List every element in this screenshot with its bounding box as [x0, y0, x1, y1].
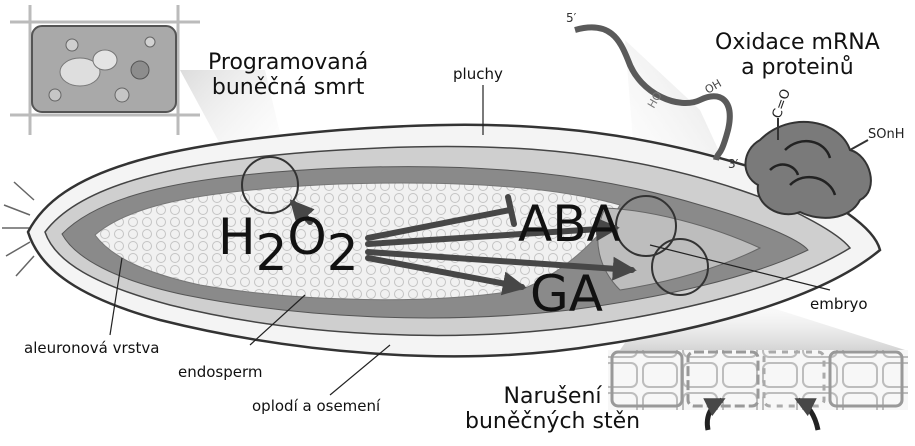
aba-label: ABA: [518, 196, 621, 254]
carbonyl-label: C=O: [770, 87, 794, 121]
wall-disruption-label: Narušení buněčných stěn: [465, 384, 640, 435]
husk-label: pluchy: [453, 66, 503, 83]
oxidation-label: Oxidace mRNA a proteinů: [715, 30, 880, 81]
pericarp-label: oplodí a osemení: [252, 398, 380, 415]
endosperm-label: endosperm: [178, 364, 263, 381]
aleurone-label: aleuronová vrstva: [24, 340, 159, 357]
programmed-cell-death-label: Programovaná buněčná smrt: [208, 50, 368, 101]
h2o2-formula: H2O2: [218, 212, 359, 262]
three-prime-label: 3′: [728, 157, 739, 171]
oxidation-line2: a proteinů: [715, 55, 880, 80]
cell-walls-inset: [608, 350, 908, 430]
h2o2-h: H: [218, 208, 256, 266]
sulfonyl-label: SOnH: [868, 127, 905, 142]
wall-disruption-line2: buněčných stěn: [465, 409, 640, 434]
oxidation-line1: Oxidace mRNA: [715, 30, 880, 55]
h2o2-sub-1: 2: [256, 224, 288, 282]
ga-label: GA: [530, 266, 603, 324]
five-prime-label: 5′: [566, 11, 577, 25]
h2o2-o: O: [287, 208, 326, 266]
programmed-cell-death-line1: Programovaná: [208, 50, 368, 75]
protein-structure: [745, 118, 870, 218]
wall-disruption-line1: Narušení: [465, 384, 640, 409]
programmed-cell-death-line2: buněčná smrt: [208, 75, 368, 100]
embryo-label: embryo: [810, 296, 868, 313]
plant-cell-inset: [10, 5, 200, 135]
h2o2-sub-2: 2: [327, 224, 359, 282]
